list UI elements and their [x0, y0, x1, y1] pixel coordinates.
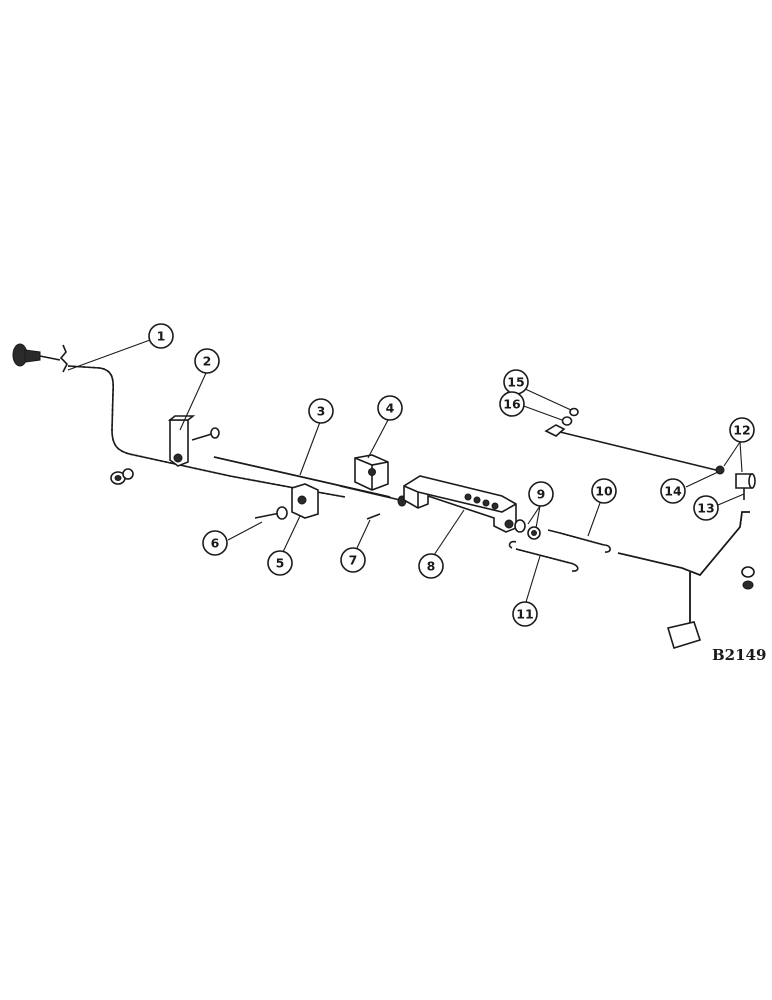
callout-7: 7 [340, 547, 366, 573]
callout-label: 11 [516, 607, 533, 622]
callout-label: 6 [211, 536, 220, 551]
callout-3: 3 [308, 398, 334, 424]
callout-label: 2 [203, 354, 212, 369]
callout-9: 9 [528, 481, 554, 507]
callout-14: 14 [660, 478, 686, 504]
rod [213, 456, 407, 507]
pedal-lever [617, 511, 755, 650]
callout-13: 13 [693, 495, 719, 521]
callout-label: 5 [276, 556, 285, 571]
callout-label: 7 [349, 553, 358, 568]
callout-label: 10 [595, 484, 613, 499]
figure-code: B2149 [712, 646, 766, 664]
callout-15: 15 [503, 369, 529, 395]
callout-12: 12 [729, 417, 755, 443]
cotter-pin [366, 513, 381, 520]
callout-4: 4 [377, 395, 403, 421]
callout-label: 4 [386, 401, 395, 416]
callout-label: 13 [697, 501, 714, 516]
callout-11: 11 [512, 601, 538, 627]
callout-6: 6 [202, 530, 228, 556]
callout-8: 8 [418, 553, 444, 579]
cable-clamp-bracket [167, 415, 220, 467]
callout-label: 14 [664, 484, 682, 499]
callout-label: 3 [317, 404, 326, 419]
upper-spring [547, 529, 611, 553]
callout-label: 16 [503, 397, 521, 412]
control-cable [12, 343, 346, 498]
callout-label: 1 [157, 329, 166, 344]
lower-spring [508, 540, 579, 572]
callout-10: 10 [591, 478, 617, 504]
callout-16: 16 [499, 391, 525, 417]
callout-label: 9 [537, 487, 546, 502]
clamp-plate [291, 483, 319, 519]
clip-block [354, 454, 389, 491]
linkage-rod [544, 407, 756, 500]
bolt [254, 506, 288, 520]
callout-1: 1 [148, 323, 174, 349]
leader-lines [67, 339, 745, 603]
nuts [514, 519, 541, 540]
callout-2: 2 [194, 348, 220, 374]
lever-yoke [403, 475, 517, 533]
callout-label: 8 [427, 559, 436, 574]
callout-label: 12 [733, 423, 750, 438]
callout-5: 5 [267, 550, 293, 576]
callout-label: 15 [507, 375, 524, 390]
